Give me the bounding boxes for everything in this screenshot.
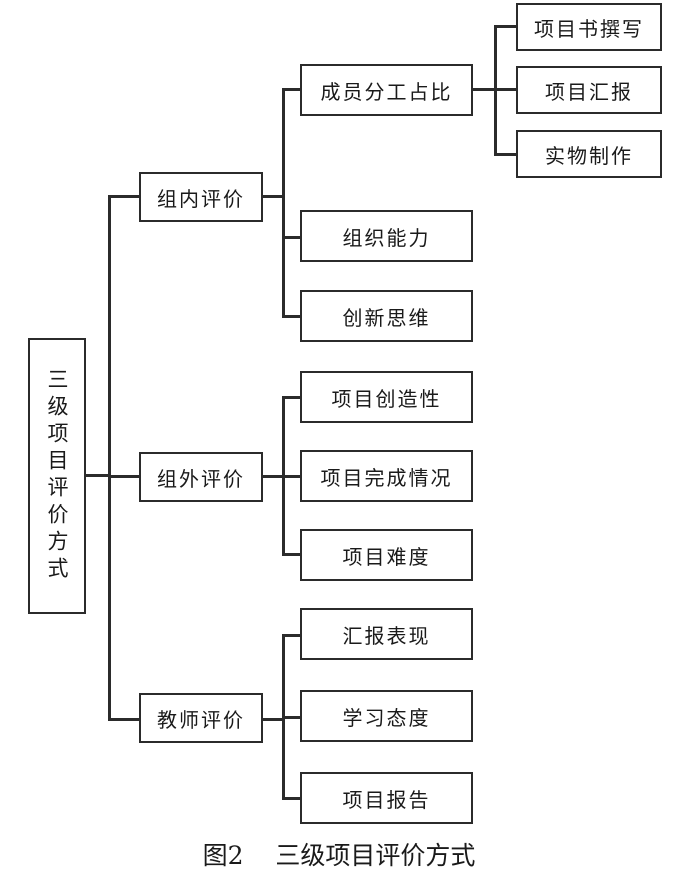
connector-root-out	[84, 474, 110, 477]
connector-inner-trunk	[282, 88, 285, 318]
connector-outer-b3	[282, 553, 302, 556]
node-group-inner-eval: 组内评价	[139, 172, 263, 222]
connector-inner-b2	[282, 236, 302, 239]
figure-title: 三级项目评价方式	[275, 841, 476, 870]
node-project-creativity: 项目创造性	[300, 371, 473, 423]
node-teacher-eval: 教师评价	[139, 693, 263, 743]
connector-members-out	[472, 88, 496, 91]
connector-inner-out	[262, 195, 284, 198]
connector-teacher-b1	[282, 634, 302, 637]
node-project-completion: 项目完成情况	[300, 450, 473, 502]
connector-members-b1	[494, 25, 518, 28]
connector-to-group-outer	[108, 475, 141, 478]
connector-to-group-inner	[108, 195, 141, 198]
node-report-performance: 汇报表现	[300, 608, 473, 660]
node-project-difficulty: 项目难度	[300, 529, 473, 581]
node-learning-attitude: 学习态度	[300, 690, 473, 742]
node-project-report: 项目报告	[300, 772, 473, 824]
connector-to-teacher	[108, 718, 141, 721]
connector-outer-out	[262, 475, 284, 478]
node-physical-production: 实物制作	[516, 130, 662, 178]
node-proposal-writing: 项目书撰写	[516, 3, 662, 51]
node-innovative-thinking: 创新思维	[300, 290, 473, 342]
figure-number: 图2	[202, 841, 244, 870]
connector-inner-b1	[282, 88, 302, 91]
connector-inner-b3	[282, 315, 302, 318]
connector-members-b3	[494, 153, 518, 156]
connector-outer-b2	[282, 475, 302, 478]
node-group-outer-eval: 组外评价	[139, 452, 263, 502]
node-project-presentation: 项目汇报	[516, 66, 662, 114]
figure-caption: 图2 三级项目评价方式	[0, 836, 678, 872]
connector-outer-b1	[282, 396, 302, 399]
connector-teacher-b3	[282, 797, 302, 800]
connector-root-trunk	[108, 195, 111, 720]
node-organization-ability: 组织能力	[300, 210, 473, 262]
node-member-division: 成员分工占比	[300, 64, 473, 116]
connector-teacher-b2	[282, 716, 302, 719]
connector-members-b2	[494, 88, 518, 91]
root-node: 三级项目评价方式	[28, 338, 86, 614]
connector-teacher-out	[262, 718, 284, 721]
